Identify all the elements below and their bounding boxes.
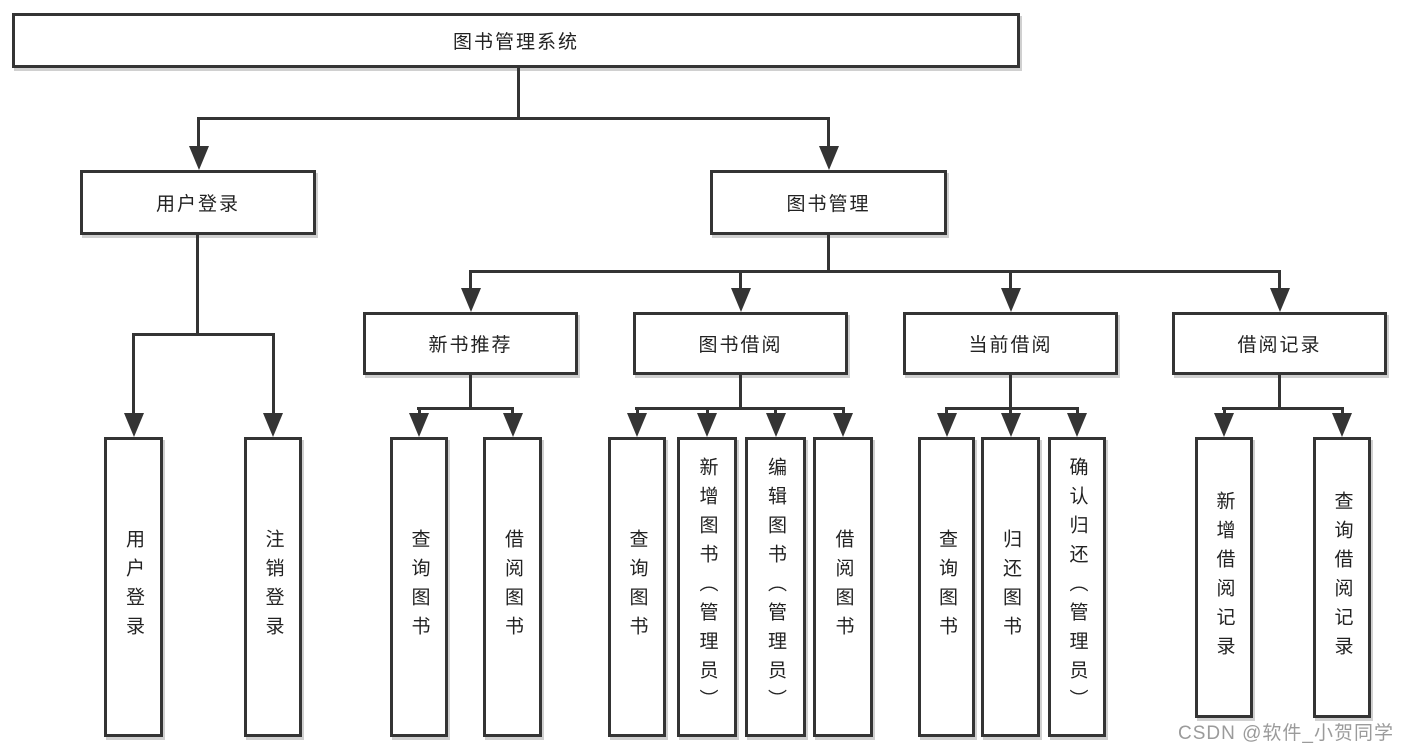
connector-line <box>1075 407 1079 415</box>
arrow-down-icon <box>1000 288 1021 312</box>
leaf-query-borrow-record: 查询借阅记录 <box>1313 437 1371 718</box>
connector-line <box>469 270 472 290</box>
arrow-down-icon <box>409 413 429 437</box>
arrow-down-icon <box>460 288 481 312</box>
connector-line <box>1009 375 1012 409</box>
leaf-add-borrow-record-label: 新增借阅记录 <box>1213 490 1235 665</box>
leaf-add-book-admin: 新增图书（管理员） <box>677 437 737 737</box>
arrow-down-icon <box>765 413 786 437</box>
node-borrowing-records: 借阅记录 <box>1172 312 1387 375</box>
connector-line <box>827 234 830 272</box>
connector-line <box>1009 407 1012 415</box>
leaf-query-books-2: 查询图书 <box>608 437 666 737</box>
node-book-borrowing: 图书借阅 <box>633 312 848 375</box>
connector-line <box>516 68 520 118</box>
leaf-borrow-books-1: 借阅图书 <box>483 437 542 737</box>
connector-line <box>417 407 421 415</box>
arrow-down-icon <box>1269 288 1290 312</box>
arrow-down-icon <box>730 288 751 312</box>
leaf-query-books-1-label: 查询图书 <box>408 529 430 645</box>
leaf-query-borrow-record-label: 查询借阅记录 <box>1331 490 1353 665</box>
connector-line <box>1222 407 1343 410</box>
node-book-borrowing-label: 图书借阅 <box>698 335 783 356</box>
connector-line <box>271 333 275 415</box>
arrow-down-icon <box>1214 413 1234 437</box>
connector-line <box>827 117 830 148</box>
connector-line <box>945 407 1078 410</box>
leaf-query-books-1: 查询图书 <box>390 437 448 737</box>
connector-line <box>197 117 830 120</box>
connector-line <box>1340 407 1344 415</box>
leaf-borrow-books-1-label: 借阅图书 <box>502 529 523 645</box>
connector-line <box>1278 270 1281 290</box>
node-book-management: 图书管理 <box>710 170 947 235</box>
arrow-down-icon <box>1067 413 1087 437</box>
connector-line <box>635 407 639 415</box>
connector-line <box>635 407 844 410</box>
arrow-down-icon <box>936 413 957 437</box>
connector-line <box>774 407 777 415</box>
leaf-logout-label: 注销登录 <box>262 529 284 645</box>
arrow-down-icon <box>1000 413 1021 437</box>
leaf-query-books-3-label: 查询图书 <box>936 529 957 645</box>
leaf-borrow-books-2: 借阅图书 <box>813 437 873 737</box>
csdn-watermark: CSDN @软件_小贺同学 <box>1178 723 1394 744</box>
node-current-borrowing-label: 当前借阅 <box>968 335 1053 356</box>
leaf-edit-book-admin-label: 编辑图书（管理员） <box>765 456 786 718</box>
connector-line <box>739 270 742 290</box>
connector-line <box>1278 375 1281 409</box>
arrow-down-icon <box>818 146 839 170</box>
leaf-borrow-books-2-label: 借阅图书 <box>832 529 854 645</box>
connector-line <box>132 333 135 415</box>
node-root-system: 图书管理系统 <box>12 13 1020 68</box>
connector-line <box>705 407 709 415</box>
leaf-add-borrow-record: 新增借阅记录 <box>1195 437 1253 718</box>
node-borrowing-records-label: 借阅记录 <box>1237 335 1322 356</box>
leaf-confirm-return-admin-label: 确认归还（管理员） <box>1066 456 1088 718</box>
connector-line <box>132 333 275 336</box>
node-new-book-recommendation: 新书推荐 <box>363 312 578 375</box>
arrow-down-icon <box>123 413 144 437</box>
node-new-book-recommendation-label: 新书推荐 <box>428 335 513 356</box>
connector-line <box>945 407 948 415</box>
connector-line <box>739 375 742 409</box>
connector-line <box>1222 407 1226 415</box>
leaf-edit-book-admin: 编辑图书（管理员） <box>745 437 806 737</box>
connector-line <box>417 407 514 410</box>
node-book-management-label: 图书管理 <box>786 194 871 215</box>
arrow-down-icon <box>627 413 647 437</box>
node-user-login: 用户登录 <box>80 170 316 235</box>
leaf-add-book-admin-label: 新增图书（管理员） <box>696 456 718 718</box>
connector-line <box>511 407 514 415</box>
connector-line <box>196 234 199 335</box>
connector-line <box>1009 270 1012 290</box>
leaf-user-login-label: 用户登录 <box>123 529 144 645</box>
leaf-return-book: 归还图书 <box>981 437 1040 737</box>
node-user-login-label: 用户登录 <box>155 194 240 215</box>
leaf-return-book-label: 归还图书 <box>1000 529 1021 645</box>
connector-line <box>469 270 1281 273</box>
leaf-user-login: 用户登录 <box>104 437 163 737</box>
arrow-down-icon <box>833 413 853 437</box>
leaf-logout: 注销登录 <box>244 437 302 737</box>
arrow-down-icon <box>188 146 209 170</box>
leaf-query-books-3: 查询图书 <box>918 437 975 737</box>
leaf-confirm-return-admin: 确认归还（管理员） <box>1048 437 1106 737</box>
arrow-down-icon <box>263 413 283 437</box>
arrow-down-icon <box>1332 413 1352 437</box>
node-current-borrowing: 当前借阅 <box>903 312 1118 375</box>
arrow-down-icon <box>697 413 717 437</box>
connector-line <box>841 407 845 415</box>
connector-line <box>197 117 200 148</box>
node-root-label: 图书管理系统 <box>452 32 579 53</box>
leaf-query-books-2-label: 查询图书 <box>626 529 648 645</box>
arrow-down-icon <box>502 413 523 437</box>
connector-line <box>469 375 472 409</box>
